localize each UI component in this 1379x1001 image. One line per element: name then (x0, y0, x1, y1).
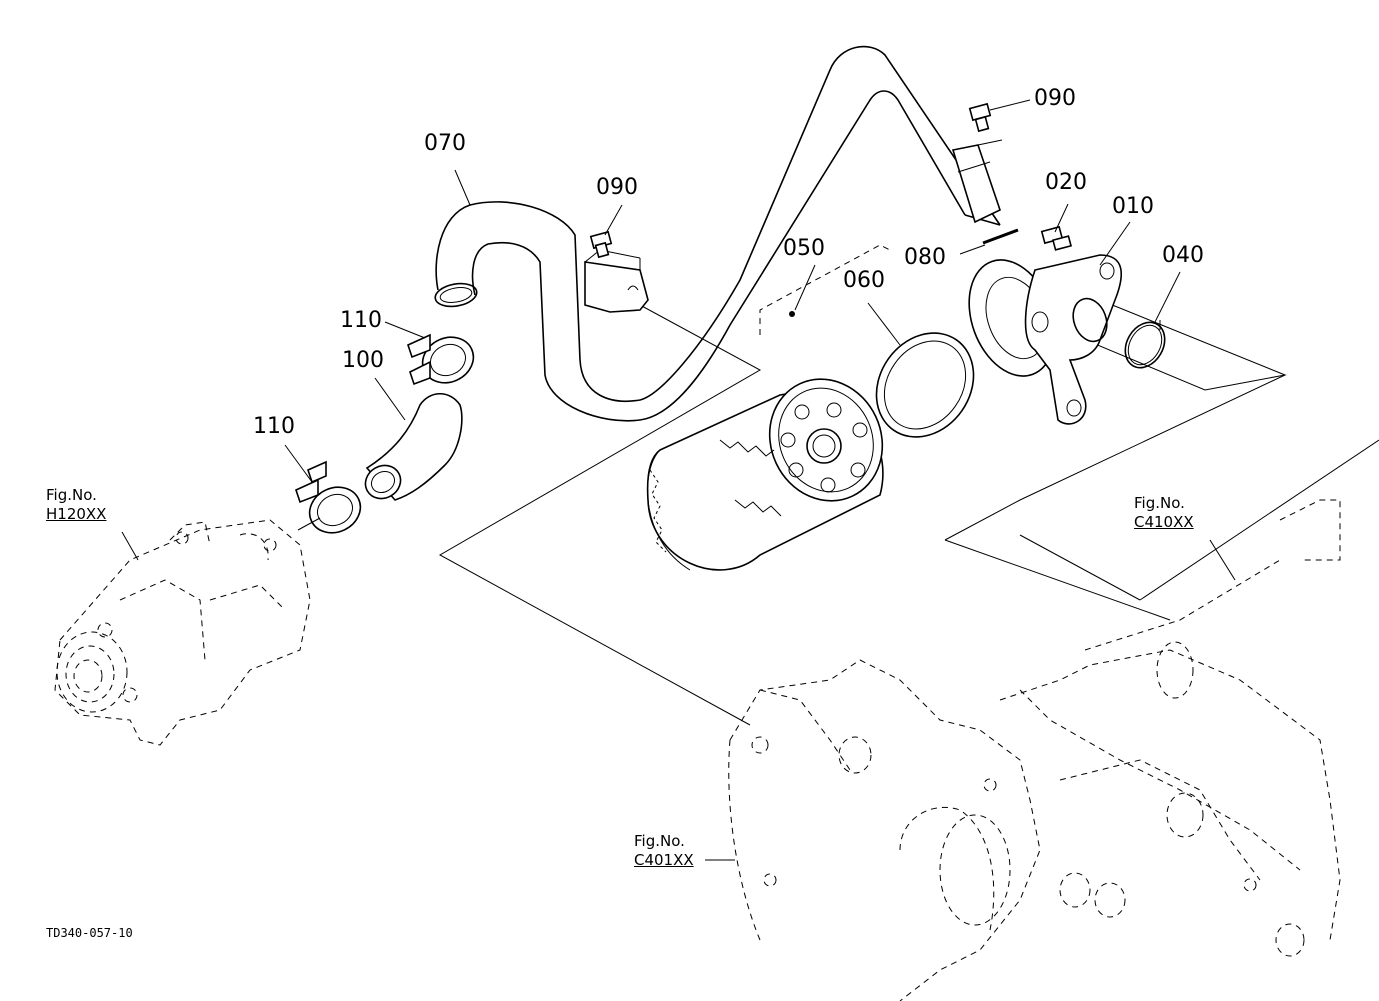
label-part-050: 050 (783, 236, 825, 261)
hydraulic-pump (54, 519, 311, 746)
pump-leader (297, 517, 321, 531)
transmission-case (728, 499, 1341, 1001)
fig-ref-h120-prefix: Fig.No. (46, 486, 97, 504)
fig-ref-h120-code[interactable]: H120XX (46, 504, 107, 523)
pipe-bracket-left (584, 249, 649, 313)
fig-ref-c410-prefix: Fig.No. (1134, 494, 1185, 512)
bolt-090-mid (589, 230, 613, 259)
clamp-110-top (407, 333, 475, 386)
gasket-060 (875, 332, 975, 438)
label-part-010: 010 (1112, 194, 1154, 219)
leader-lines (121, 99, 1236, 861)
fig-ref-c410-code[interactable]: C410XX (1134, 512, 1194, 531)
label-part-070: 070 (424, 131, 466, 156)
hose-100 (364, 392, 463, 501)
label-part-090-top: 090 (1034, 86, 1076, 111)
fig-ref-h120[interactable]: Fig.No. H120XX (46, 486, 106, 524)
label-part-080: 080 (904, 245, 946, 270)
o-ring-040 (1124, 321, 1166, 369)
label-part-110-top: 110 (340, 308, 382, 333)
label-part-090-mid: 090 (596, 175, 638, 200)
filter-head-010 (968, 254, 1122, 425)
pipe-bracket-right (951, 139, 1003, 224)
bolt-020 (1040, 225, 1073, 251)
bolt-090-top (968, 102, 992, 133)
seal-080 (982, 228, 1019, 245)
fig-ref-c401-prefix: Fig.No. (634, 832, 685, 850)
hose-070 (434, 45, 1001, 422)
fig-ref-c401-code[interactable]: C401XX (634, 850, 694, 869)
fig-ref-c410[interactable]: Fig.No. C410XX (1134, 494, 1194, 532)
oil-filter-050 (646, 378, 884, 571)
clamp-110-low (295, 460, 362, 534)
filter-assembly-bracket (759, 244, 891, 335)
label-part-110-low: 110 (253, 414, 295, 439)
label-part-060: 060 (843, 268, 885, 293)
label-part-100: 100 (342, 348, 384, 373)
label-part-040: 040 (1162, 243, 1204, 268)
fig-ref-c401[interactable]: Fig.No. C401XX (634, 832, 694, 870)
label-part-020: 020 (1045, 170, 1087, 195)
drawing-id: TD340-057-10 (46, 926, 133, 940)
